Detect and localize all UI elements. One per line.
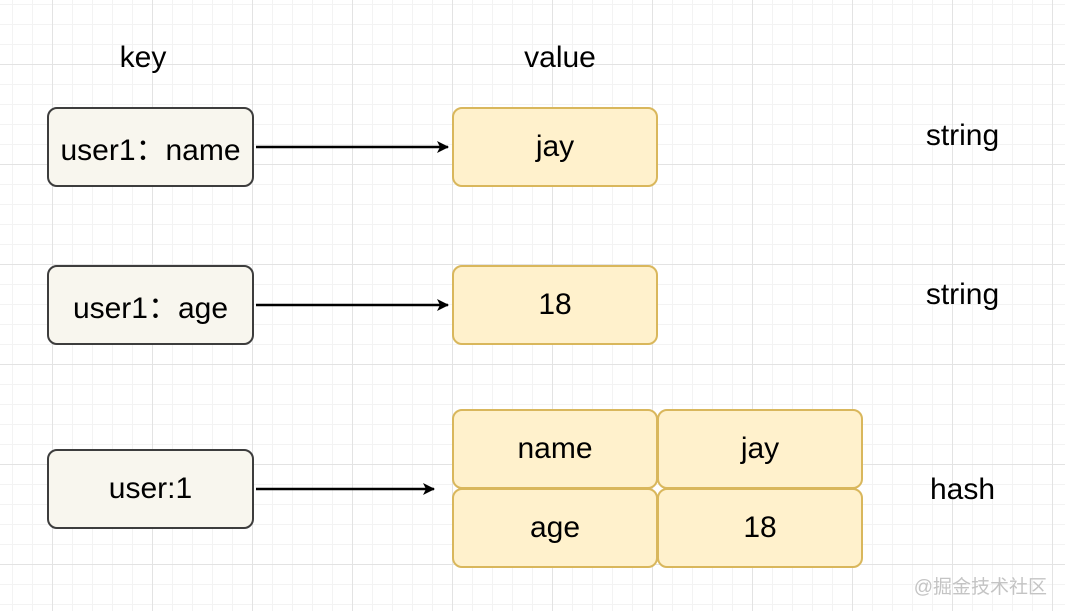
watermark: @掘金技术社区 (913, 577, 1047, 598)
hash-value-label: jay (740, 432, 780, 465)
value-box-18: 18 (452, 265, 658, 345)
type-label-string: string (925, 119, 1000, 152)
value-label: 18 (538, 288, 572, 321)
value-box-jay: jay (452, 107, 658, 187)
hash-value-label: 18 (743, 511, 777, 544)
key-label: user:1 (108, 472, 193, 505)
key-label: user1：name (60, 134, 241, 167)
hash-value-jay: jay (657, 409, 863, 489)
hash-field-age: age (452, 488, 658, 568)
hash-field-name: name (452, 409, 658, 489)
hash-field-label: age (529, 511, 581, 544)
hash-field-label: name (517, 432, 593, 465)
value-label: jay (535, 130, 575, 163)
key-box-user1-name: user1：name (47, 107, 254, 187)
type-label-string: string (925, 278, 1000, 311)
value-column-header: value (524, 41, 596, 74)
hash-value-18: 18 (657, 488, 863, 568)
type-label-hash: hash (929, 473, 996, 506)
key-label: user1：age (72, 292, 229, 325)
key-box-user1-age: user1：age (47, 265, 254, 345)
key-box-user-1: user:1 (47, 449, 254, 529)
key-column-header: key (119, 41, 167, 74)
